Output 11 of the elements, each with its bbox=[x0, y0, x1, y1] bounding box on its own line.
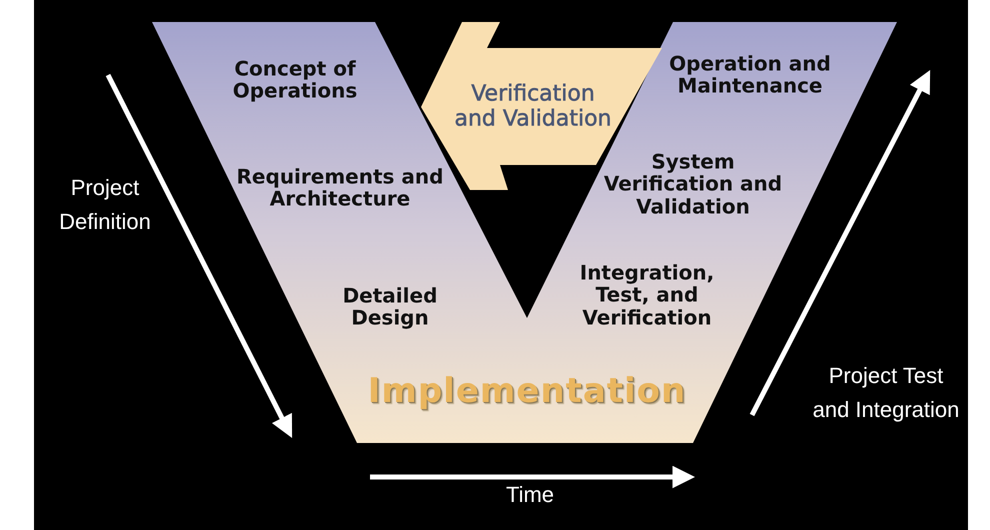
stage-label: System Verification and Validation bbox=[602, 150, 784, 218]
axis-label: Time bbox=[504, 480, 556, 509]
axis-label: Project Test and Integration bbox=[812, 362, 960, 424]
stage-label: Integration, Test, and Verification bbox=[578, 261, 716, 329]
stage-label: Operation and Maintenance bbox=[668, 52, 832, 98]
axis-label: Project Definition bbox=[58, 174, 152, 236]
stage-label: Concept of Operations bbox=[232, 58, 358, 102]
phase-title: Implementation bbox=[368, 372, 686, 410]
stage-label: Requirements and Architecture bbox=[236, 166, 444, 210]
stage-label: Detailed Design bbox=[342, 284, 438, 330]
arrow-label: Verification and Validation bbox=[453, 82, 613, 132]
